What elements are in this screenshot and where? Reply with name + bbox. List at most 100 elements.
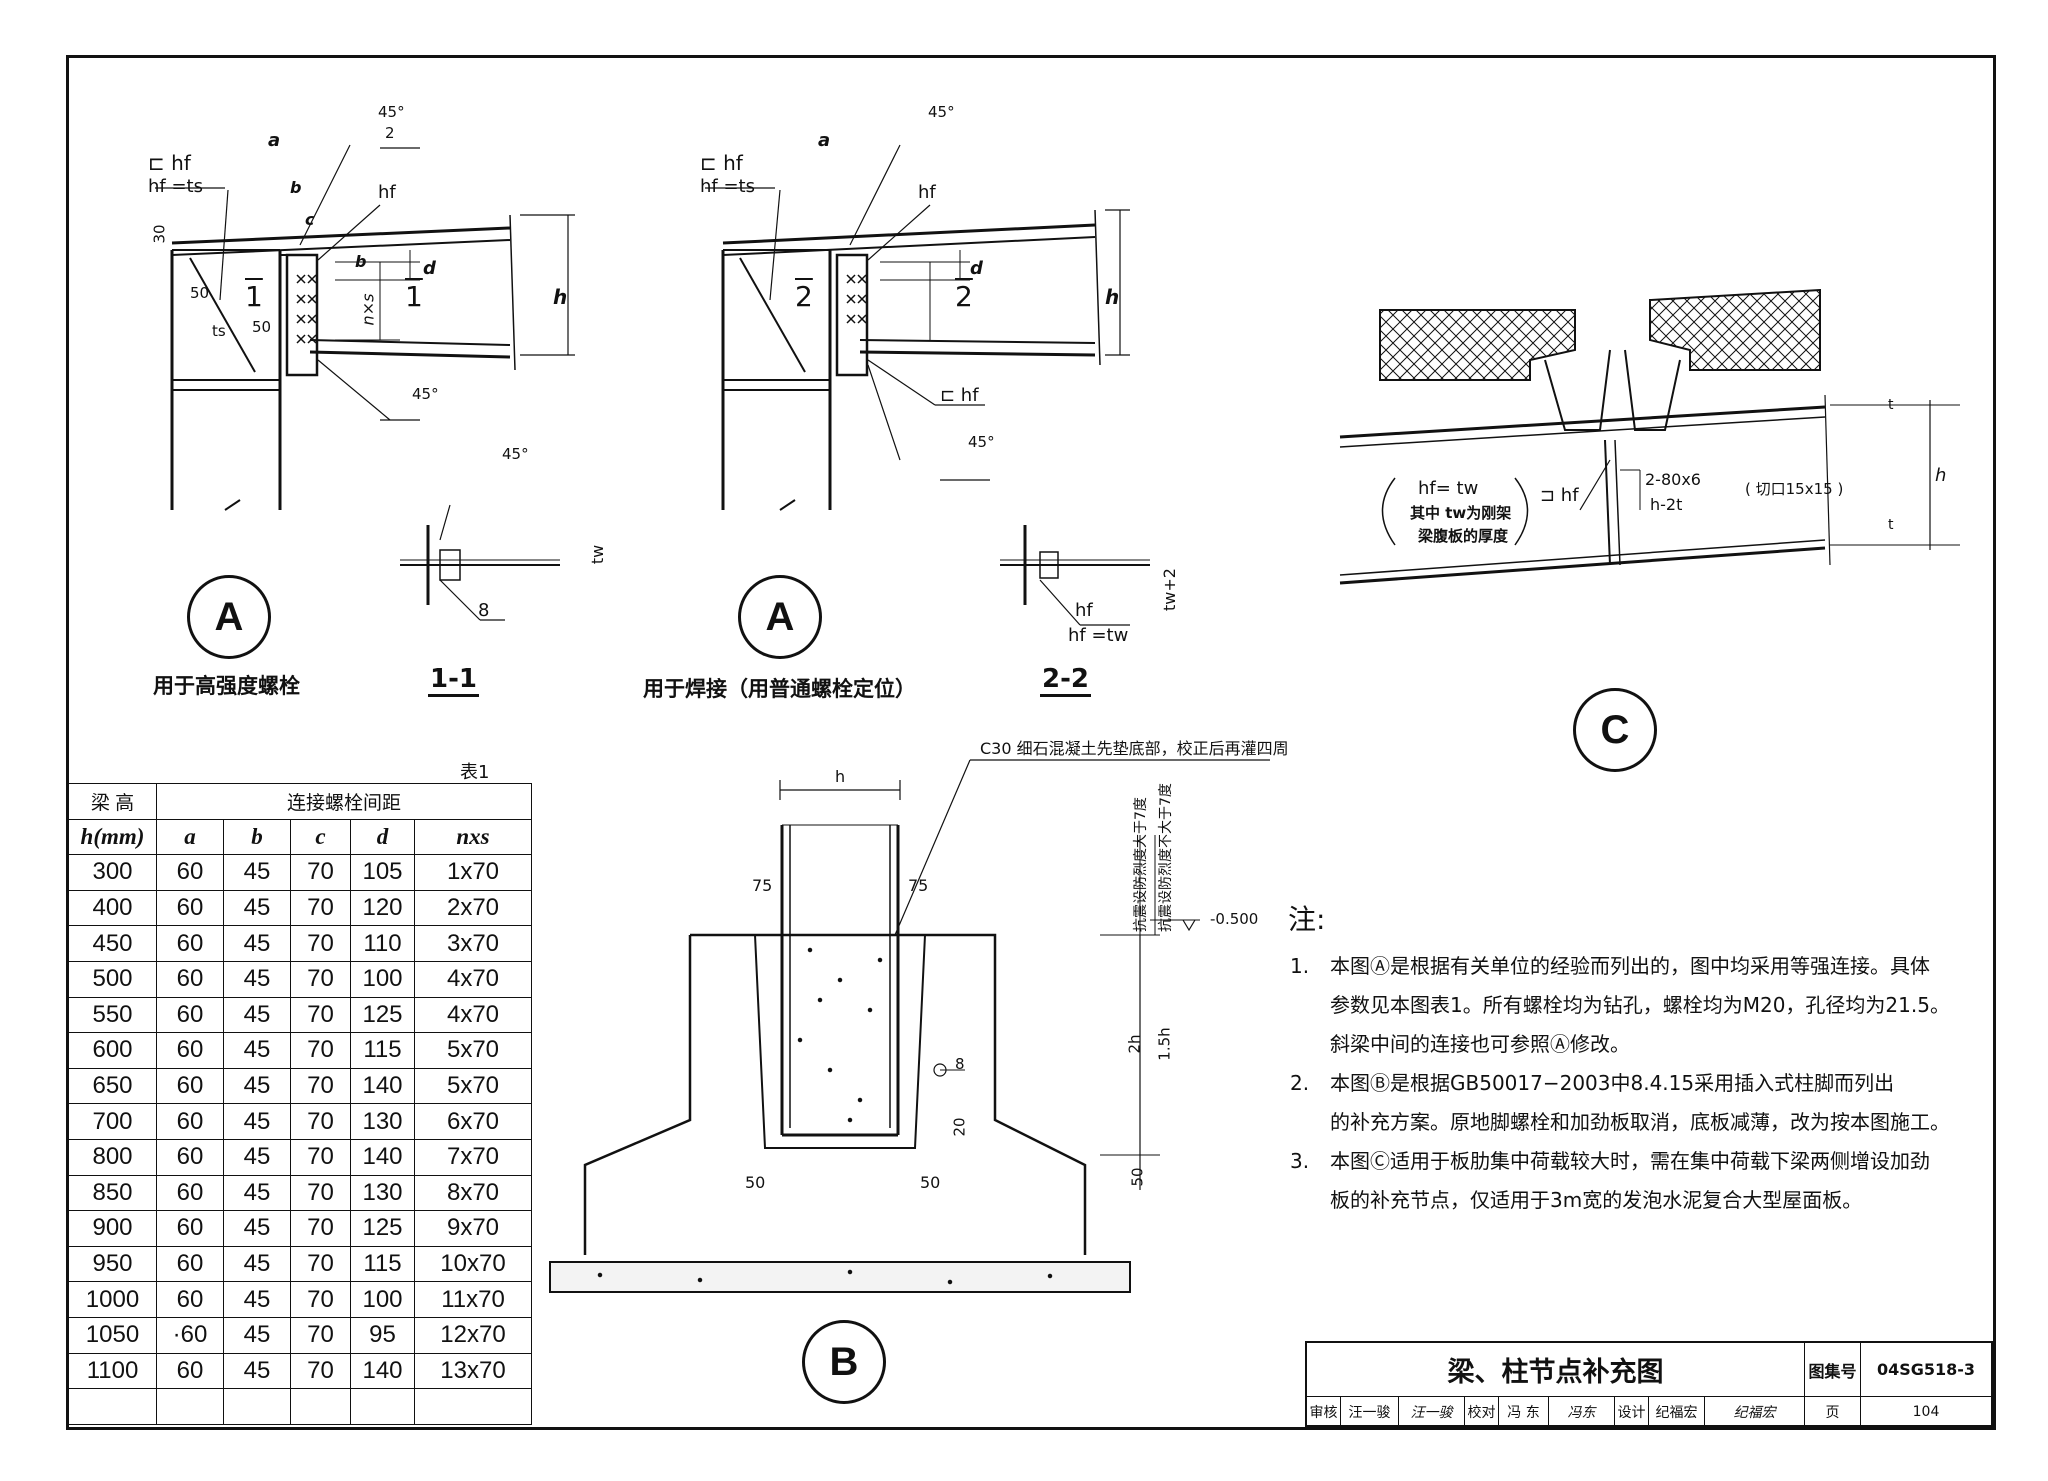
table-cell-beam-height: 450 xyxy=(68,925,157,962)
weld-mark-hf-2: hf xyxy=(918,182,936,203)
table-cell-a: 60 xyxy=(156,996,224,1034)
section-cut-2-left: 2 xyxy=(795,280,813,313)
detail-c-cut: ( 切口15x15 ) xyxy=(1745,480,1844,498)
table-cell-beam-height: 600 xyxy=(68,1032,157,1069)
table-cell-nxs: 5x70 xyxy=(414,1067,532,1105)
table-cell-beam-height: 700 xyxy=(68,1103,157,1140)
weld-angle-45-3: 45° xyxy=(968,433,995,451)
drawing-title: 梁、柱节点补充图 xyxy=(1307,1343,1805,1397)
table-cell-b: 45 xyxy=(223,1245,291,1283)
table-cell-a: 60 xyxy=(156,1138,224,1176)
table-cell-a: 60 xyxy=(156,1067,224,1105)
table-cell-a: 60 xyxy=(156,925,224,962)
table-cell-a: 60 xyxy=(156,1281,224,1318)
note-line: 斜梁中间的连接也可参照Ⓐ修改。 xyxy=(1330,1032,1630,1056)
table-cell-b: 45 xyxy=(223,889,291,927)
note-text: 本图Ⓑ是根据GB50017−2003中8.4.15采用插入式柱脚而列出的补充方案… xyxy=(1330,1064,1950,1142)
detail-b-dim-h: h xyxy=(835,767,846,786)
table-cell-beam-height: 1050 xyxy=(68,1316,157,1354)
detail-b-column-base xyxy=(549,759,1270,1293)
dim-tw-2: tw+2 xyxy=(1159,568,1179,611)
section-label-1-1: 1-1 xyxy=(428,665,479,697)
table-cell-c: 70 xyxy=(290,854,351,891)
detail-b-weld-8: 8 xyxy=(955,1055,965,1073)
table-cell-beam-height: 1000 xyxy=(68,1281,157,1318)
table-cell-d: 140 xyxy=(350,1138,415,1176)
weld-gap-2: 2 xyxy=(385,124,395,142)
table-cell-nxs: 1x70 xyxy=(414,854,532,891)
detail-b-level: -0.500 xyxy=(1210,910,1259,928)
weld-mark-hf-ts: hf =ts xyxy=(148,176,203,197)
table-cell-c: 70 xyxy=(290,1138,351,1176)
title-block: 梁、柱节点补充图 图集号 04SG518-3 审核 汪一骏 汪一骏 校对 冯 东… xyxy=(1305,1341,1993,1427)
table-row xyxy=(68,1388,532,1425)
table-head-spacing: 连接螺栓间距 xyxy=(156,783,532,820)
section-cut-1-right: 1 xyxy=(405,280,423,313)
detail-c-t-top: t xyxy=(1888,397,1894,413)
table-caption: 表1 xyxy=(460,762,490,783)
table-cell-b: 45 xyxy=(223,1032,291,1069)
dim-a: a xyxy=(268,130,281,151)
table-cell-c: 70 xyxy=(290,1316,351,1354)
dim-ts: ts xyxy=(212,322,226,340)
table-col-nxs: nxs xyxy=(414,818,532,856)
detail-c-circle: C xyxy=(1573,688,1657,772)
dim-d-2: d xyxy=(970,258,983,279)
table-cell-nxs: 2x70 xyxy=(414,889,532,927)
table-cell-b: 45 xyxy=(223,1174,291,1212)
weld-hf-22: hf xyxy=(1075,600,1093,621)
detail-b-seismic-gt7: 抗震设防烈度大于7度 xyxy=(1133,797,1149,932)
table-cell-d: 120 xyxy=(350,889,415,927)
dim-50-upper: 50 xyxy=(190,284,210,302)
check-name: 冯 东 xyxy=(1499,1397,1549,1427)
note-text: 本图Ⓐ是根据有关单位的经验而列出的，图中均采用等强连接。具体参数见本图表1。所有… xyxy=(1330,947,1950,1064)
table-cell-beam-height: 850 xyxy=(68,1174,157,1212)
section-cut-2-right: 2 xyxy=(955,280,973,313)
table-cell-b: 45 xyxy=(223,1210,291,1247)
table-cell-beam-height: 650 xyxy=(68,1067,157,1105)
note-line: 本图Ⓐ是根据有关单位的经验而列出的，图中均采用等强连接。具体 xyxy=(1330,954,1930,978)
table-col-a: a xyxy=(156,818,224,856)
table-cell-nxs: 5x70 xyxy=(414,1032,532,1069)
weld-angle-45-2: 45° xyxy=(928,103,955,121)
table-cell-a: ·60 xyxy=(156,1316,224,1354)
detail-a-bolted xyxy=(155,144,575,621)
dim-h-2: h xyxy=(1105,285,1120,309)
dim-c: c xyxy=(305,210,315,229)
note-line: 本图Ⓒ适用于板肋集中荷载较大时，需在集中荷载下梁两侧增设加劲 xyxy=(1330,1149,1930,1173)
table-col-b: b xyxy=(223,818,291,856)
notes: 注: 1.本图Ⓐ是根据有关单位的经验而列出的，图中均采用等强连接。具体参数见本图… xyxy=(1288,900,1990,1220)
dim-30: 30 xyxy=(150,224,169,244)
table-cell-beam-height: 550 xyxy=(68,996,157,1034)
table-cell-b xyxy=(223,1388,291,1425)
table-cell-c: 70 xyxy=(290,1032,351,1069)
page-number: 104 xyxy=(1912,1404,1940,1420)
weld-mark-hf-box: ⊏ hf xyxy=(148,151,191,175)
table-cell-d: 130 xyxy=(350,1174,415,1212)
table-cell-nxs: 6x70 xyxy=(414,1103,532,1140)
table-cell-nxs xyxy=(414,1388,532,1425)
detail-b-dim-75-right: 75 xyxy=(908,876,929,895)
detail-b-circle: B xyxy=(802,1320,886,1404)
table-cell-b: 45 xyxy=(223,960,291,998)
note-line: 的补充方案。原地脚螺栓和加劲板取消，底板减薄，改为按本图施工。 xyxy=(1330,1110,1950,1134)
note-item: 2.本图Ⓑ是根据GB50017−2003中8.4.15采用插入式柱脚而列出的补充… xyxy=(1290,1064,1990,1142)
detail-b-dim-75-left: 75 xyxy=(752,876,773,895)
detail-b-dim-1-5h: 1.5h xyxy=(1155,1027,1174,1061)
note-line: 本图Ⓑ是根据GB50017−2003中8.4.15采用插入式柱脚而列出 xyxy=(1330,1071,1895,1095)
table-cell-a: 60 xyxy=(156,1032,224,1069)
table-cell-c: 70 xyxy=(290,1210,351,1247)
table-cell-beam-height: 400 xyxy=(68,889,157,927)
table-cell-c: 70 xyxy=(290,925,351,962)
